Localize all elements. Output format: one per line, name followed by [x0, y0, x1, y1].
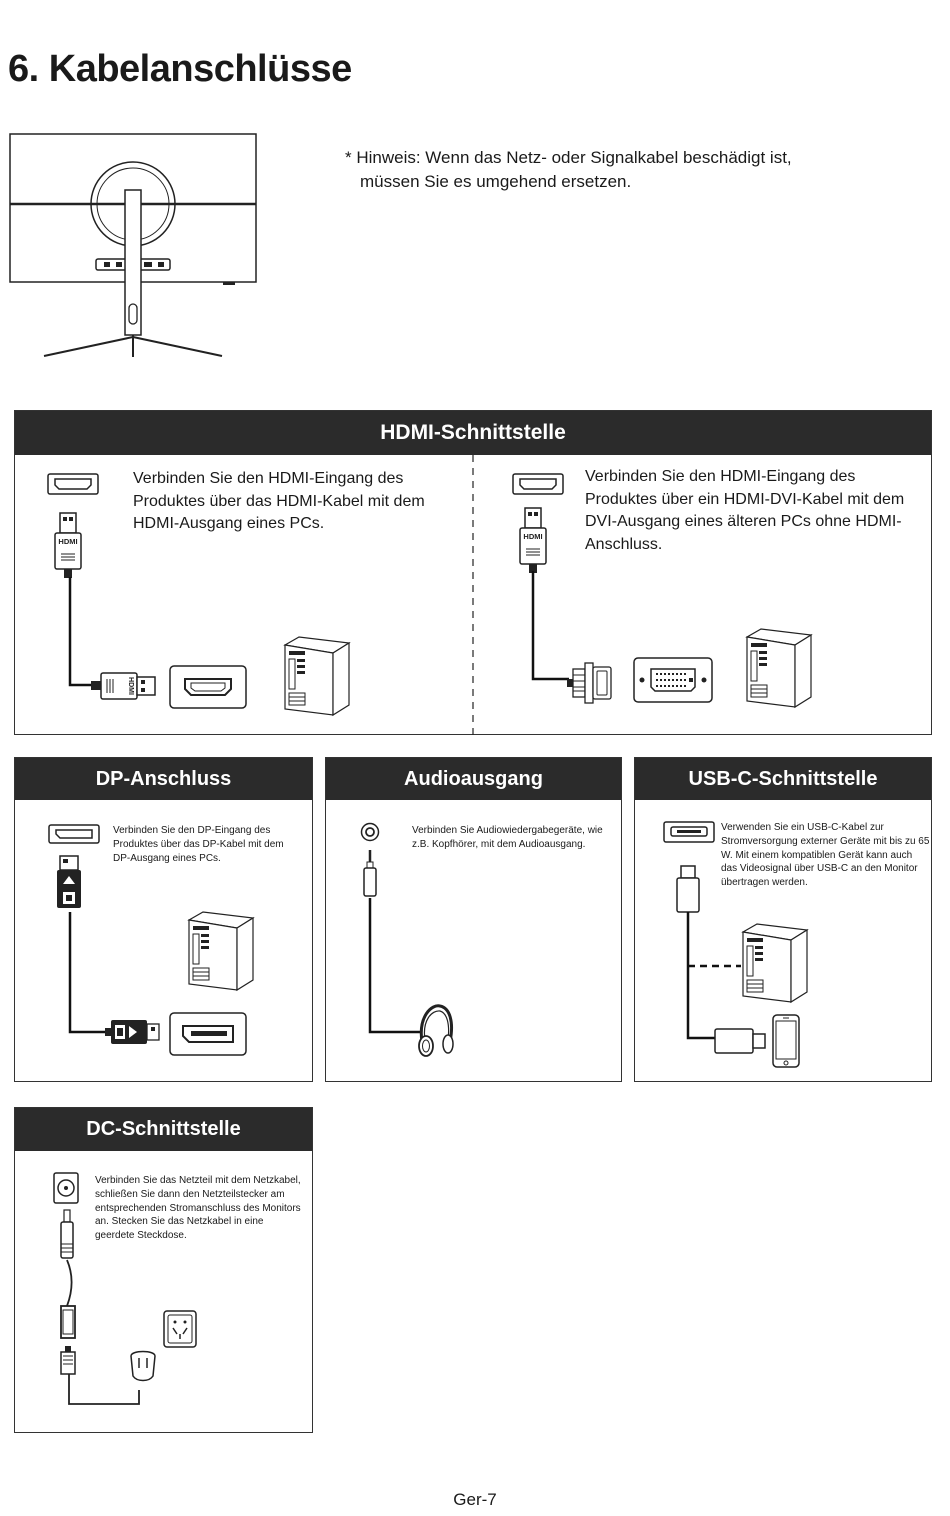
- hdmi-plug-icon: HDMI: [519, 507, 547, 573]
- pc-tower-icon: [283, 636, 351, 717]
- dp-heading: DP-Anschluss: [15, 758, 312, 800]
- hdmi-plug-icon: HDMI: [91, 672, 156, 700]
- pc-tower-icon: [741, 923, 809, 1004]
- note-line-1: * Hinweis: Wenn das Netz- oder Signalkab…: [345, 148, 792, 167]
- usb-c-plug-icon: [676, 865, 700, 913]
- audio-heading: Audioausgang: [326, 758, 621, 800]
- power-cable: [68, 1374, 140, 1405]
- svg-text:HDMI: HDMI: [523, 532, 542, 541]
- hdmi-port-icon: [512, 473, 564, 495]
- usb-c-port-icon: [663, 821, 715, 843]
- dc-text: Verbinden Sie das Netzteil mit dem Netzk…: [95, 1175, 301, 1242]
- hdmi-divider: [472, 455, 474, 736]
- audio-section: Audioausgang Verbinden Sie Audiowiederga…: [325, 757, 622, 1082]
- displayport-port-icon: [48, 824, 100, 844]
- power-plug-icon: [130, 1350, 156, 1382]
- audio-cable: [368, 898, 422, 1034]
- usbc-text: Verwenden Sie ein USB-C-Kabel zur Stromv…: [721, 822, 930, 889]
- note: * Hinweis: Wenn das Netz- oder Signalkab…: [345, 146, 885, 194]
- svg-text:HDMI: HDMI: [127, 677, 134, 695]
- hdmi-dvi-cable: [531, 571, 569, 681]
- headphones-icon: [418, 1004, 454, 1057]
- audio-text: Verbinden Sie Audiowiedergabegeräte, wie…: [412, 825, 603, 850]
- hdmi-left-text: Verbinden Sie den HDMI-Eingang des Produ…: [133, 470, 425, 532]
- usbc-section: USB-C-Schnittstelle Verwenden Sie ein US…: [634, 757, 932, 1082]
- displayport-port-icon: [169, 1012, 247, 1056]
- page-title: 6. Kabelanschlüsse: [8, 48, 352, 90]
- wall-socket-icon: [163, 1310, 197, 1348]
- pc-tower-icon: [187, 911, 255, 992]
- dp-section: DP-Anschluss Verbinden Sie den DP-Eingan…: [14, 757, 313, 1082]
- dc-cable: [66, 1259, 73, 1307]
- usbc-cable: [686, 912, 741, 1040]
- dp-cable: [68, 912, 109, 1034]
- hdmi-port-icon: [169, 665, 247, 709]
- page-number: Ger-7: [453, 1490, 497, 1509]
- monitor-back-icon: [9, 133, 257, 357]
- dc-plug-icon: [60, 1209, 74, 1259]
- power-plug-icon: [60, 1346, 76, 1375]
- displayport-plug-icon: [105, 1020, 160, 1044]
- audio-plug-icon: [363, 850, 377, 897]
- hdmi-port-icon: [47, 473, 99, 495]
- usbc-heading: USB-C-Schnittstelle: [635, 758, 931, 800]
- hdmi-right-text: Verbinden Sie den HDMI-Eingang des Produ…: [585, 468, 905, 553]
- hdmi-heading: HDMI-Schnittstelle: [15, 411, 931, 455]
- svg-text:HDMI: HDMI: [58, 537, 77, 546]
- dc-section: DC-Schnittstelle Verbinden Sie das Netzt…: [14, 1107, 313, 1433]
- dvi-port-icon: [633, 657, 713, 703]
- pc-tower-icon: [745, 628, 813, 709]
- dc-jack-icon: [53, 1172, 79, 1204]
- dp-text: Verbinden Sie den DP-Eingang des Produkt…: [113, 825, 284, 864]
- smartphone-icon: [772, 1014, 800, 1068]
- displayport-plug-icon: [57, 855, 81, 908]
- note-line-2: müssen Sie es umgehend ersetzen.: [360, 172, 632, 191]
- usb-c-plug-icon: [714, 1028, 766, 1054]
- power-adapter-icon: [60, 1305, 76, 1339]
- hdmi-section: HDMI-Schnittstelle Verbinden Sie den HDM…: [14, 410, 932, 736]
- dvi-plug-icon: [567, 662, 612, 704]
- audio-jack-icon: [360, 822, 380, 842]
- hdmi-plug-icon: HDMI: [54, 512, 82, 578]
- dc-heading: DC-Schnittstelle: [15, 1108, 312, 1151]
